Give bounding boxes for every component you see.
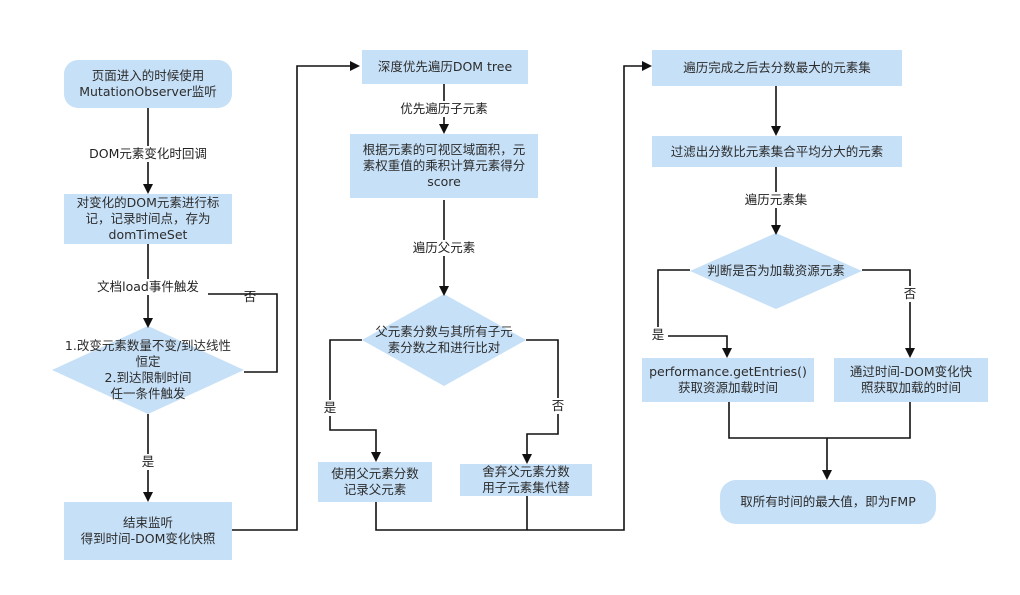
arrow-resource-no [862,269,915,358]
node-filter: 过滤出分数比元素集合平均分大的元素 [652,136,902,167]
node-condition-text: 1.改变元素数量不变/到达线性 恒定 2.到达限制时间 任一条件触发 [64,338,232,401]
label-dom-change: DOM元素变化时回调 [78,146,218,162]
arrow-condition-no-loop [148,293,278,373]
label-yes-2: 是 [320,400,340,416]
label-load-event: 文档load事件触发 [88,279,208,295]
label-parent-traverse: 遍历父元素 [404,240,484,256]
label-no-2: 否 [548,398,568,414]
node-start: 页面进入的时候使用 MutationObserver监听 [64,60,232,108]
label-no-3: 否 [900,286,920,302]
node-fmp: 取所有时间的最大值，即为FMP [720,480,936,524]
arrow-end-to-dfs [232,61,360,531]
label-yes-3: 是 [648,327,668,343]
decision-diamond-compare [362,294,526,386]
decision-diamond-resource [690,233,862,309]
node-compare-text: 父元素分数与其所有子元 素分数之和进行比对 [375,324,513,355]
label-traverse-set: 遍历元素集 [738,192,814,208]
arrow-compare-no [522,339,559,464]
node-perf-entries: performance.getEntries() 获取资源加载时间 [642,358,814,402]
arrow-resource-yes [657,269,732,358]
node-dfs: 深度优先遍历DOM tree [362,50,528,84]
node-mark-dom: 对变化的DOM元素进行标 记，记录时间点，存为 domTimeSet [64,194,232,244]
node-dom-time: 通过时间-DOM变化快 照获取加载的时间 [834,358,988,402]
label-child-first: 优先遍历子元素 [392,101,496,117]
node-use-children: 舍弃父元素分数 用子元素集代替 [460,464,592,496]
node-score: 根据元素的可视区域面积，元 素权重值的乘积计算元素得分 score [350,134,538,198]
connector-perf-down [728,402,911,439]
label-no-1: 否 [243,289,257,304]
decision-diamond-condition [52,326,244,414]
node-use-parent: 使用父元素分数 记录父元素 [318,462,432,502]
arrow-branches-to-max-set [375,61,652,531]
node-end-listen: 结束监听 得到时间-DOM变化快照 [64,502,232,560]
arrow-compare-yes [329,339,381,462]
node-max-set: 遍历完成之后去分数最大的元素集 [652,50,902,86]
node-resource-text: 判断是否为加载资源元素 [707,263,845,278]
label-yes-1: 是 [138,454,158,470]
